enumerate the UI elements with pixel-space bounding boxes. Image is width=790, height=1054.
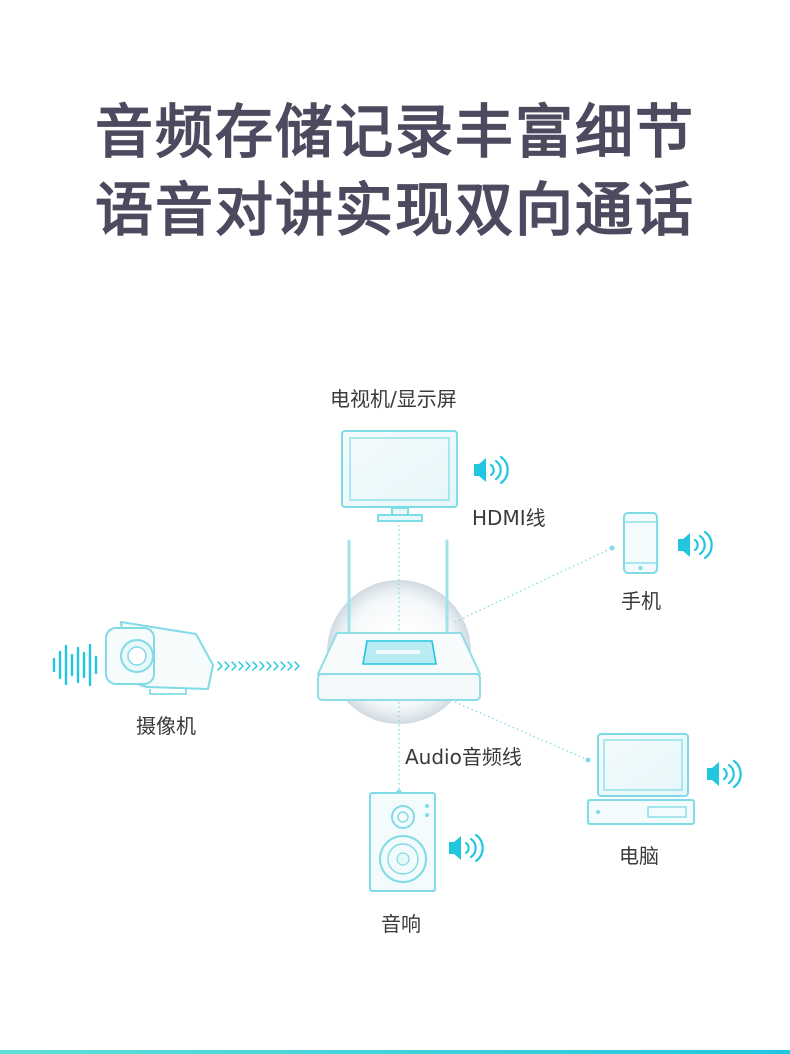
antenna-icon [347,539,449,635]
volume-icon [449,833,484,863]
audio-stream-arrows [217,661,300,671]
tv-label: 电视机/显示屏 [330,387,457,411]
nvr-device-icon [317,632,481,701]
computer-label: 电脑 [619,844,659,868]
camera-label: 摄像机 [136,714,196,738]
volume-icon [474,455,509,485]
speaker-cabinet-icon [369,792,436,892]
audio-cable-label: Audio音频线 [405,745,522,769]
headline-line-2: 语音对讲实现双向通话 [94,176,695,244]
phone-icon [623,512,658,574]
hdmi-cable-label: HDMI线 [472,506,546,530]
bottom-accent-bar [0,1050,790,1054]
bullet-camera-icon [105,621,214,695]
computer-icon [587,733,695,825]
connection-lines [398,525,613,792]
tv-icon [341,430,458,522]
phone-label: 手机 [621,589,661,613]
headline-line-1: 音频存储记录丰富细节 [94,98,695,166]
sound-wave-icon [52,643,98,687]
volume-icon [707,759,742,789]
volume-icon [678,530,713,560]
speaker-label: 音响 [381,912,421,936]
